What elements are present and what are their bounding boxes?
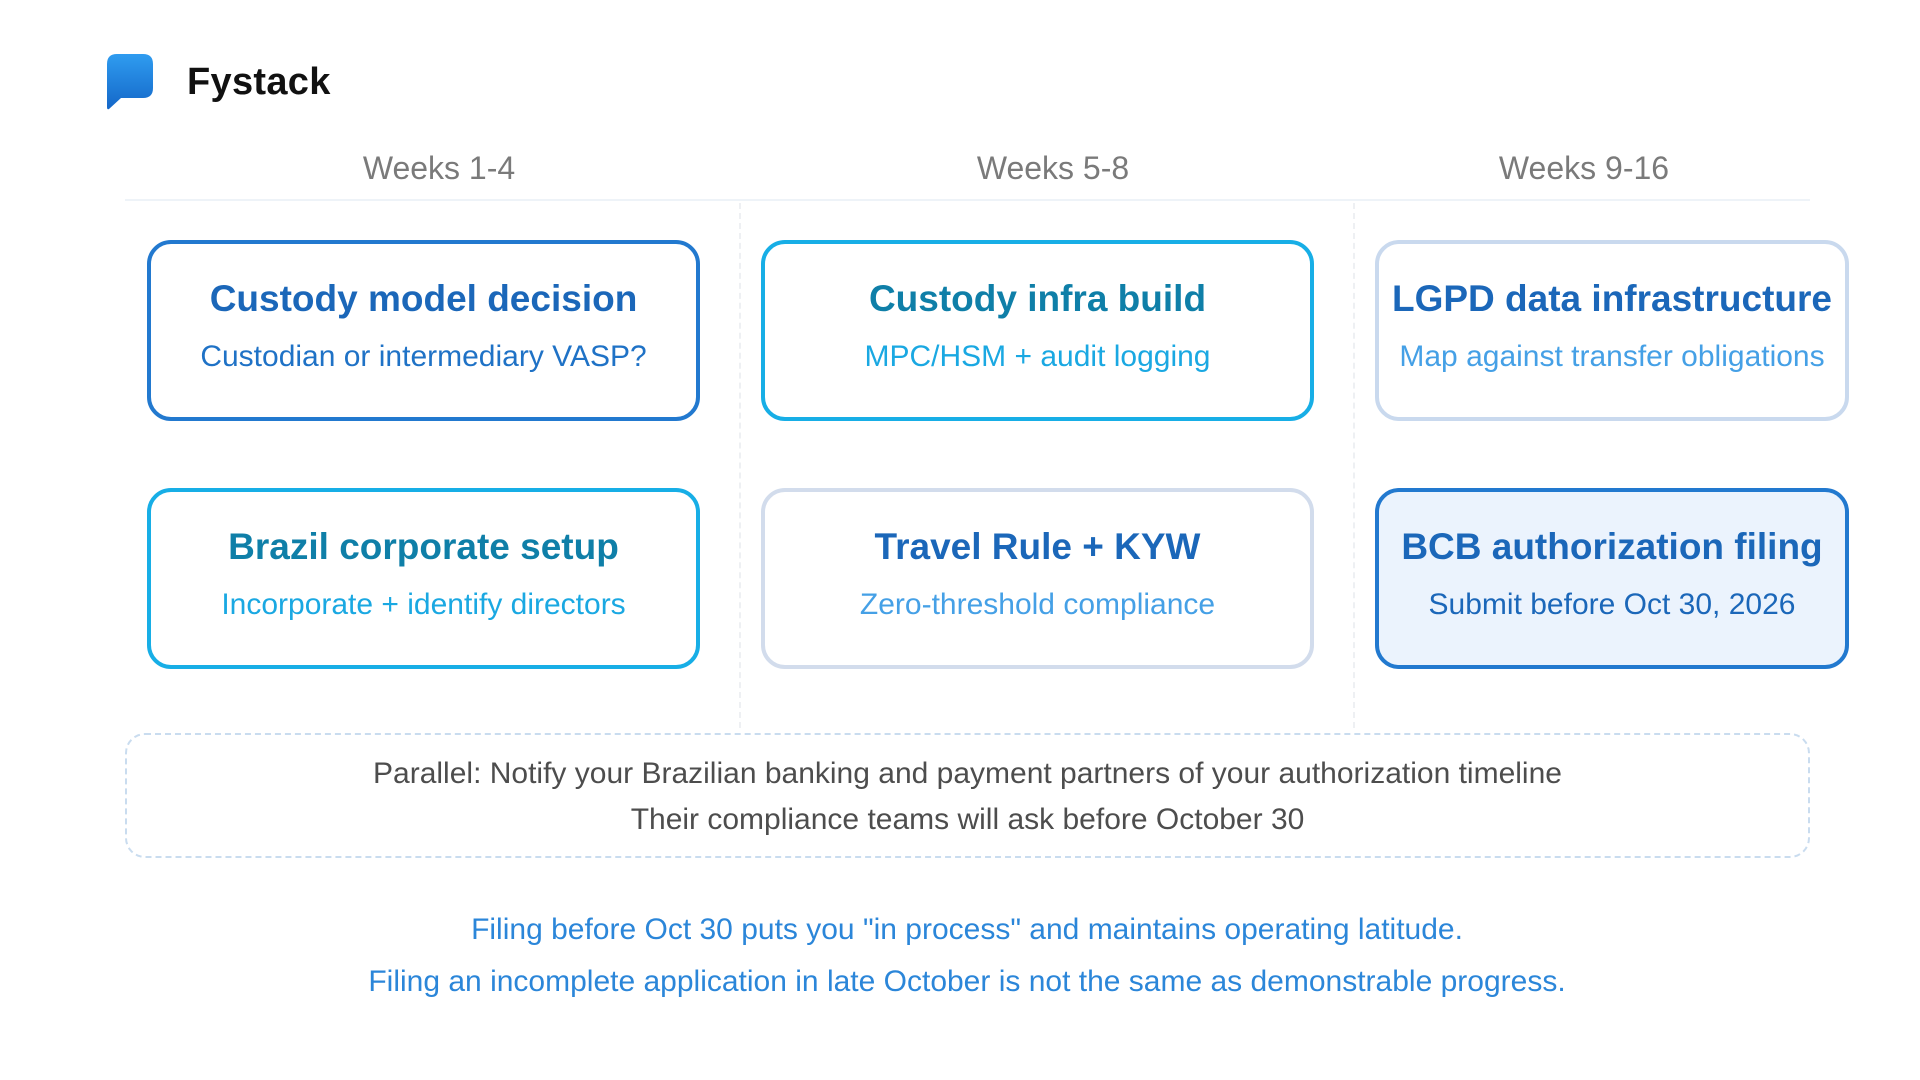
column-header-weeks-9-16: Weeks 9-16 <box>1498 150 1670 186</box>
brand-name: Fystack <box>187 60 331 103</box>
column-divider <box>739 203 741 728</box>
card-custody-infra-build: Custody infra build MPC/HSM + audit logg… <box>761 240 1314 421</box>
card-subtitle: Incorporate + identify directors <box>221 588 626 621</box>
parallel-note-line: Parallel: Notify your Brazilian banking … <box>373 757 1562 790</box>
card-custody-model-decision: Custody model decision Custodian or inte… <box>147 240 700 421</box>
parallel-note-box: Parallel: Notify your Brazilian banking … <box>125 733 1810 858</box>
card-title: BCB authorization filing <box>1401 526 1823 567</box>
card-title: LGPD data infrastructure <box>1392 278 1832 319</box>
parallel-note-line: Their compliance teams will ask before O… <box>630 803 1305 836</box>
card-travel-rule-kyw: Travel Rule + KYW Zero-threshold complia… <box>761 488 1314 669</box>
card-subtitle: Map against transfer obligations <box>1399 340 1825 373</box>
header-divider <box>125 199 1810 201</box>
card-title: Travel Rule + KYW <box>874 526 1201 567</box>
card-title: Brazil corporate setup <box>228 526 619 567</box>
footnote-line: Filing before Oct 30 puts you "in proces… <box>471 913 1463 946</box>
column-divider <box>1353 203 1355 728</box>
card-lgpd-data-infrastructure: LGPD data infrastructure Map against tra… <box>1375 240 1849 421</box>
card-subtitle: MPC/HSM + audit logging <box>864 340 1211 373</box>
brand-logo: Fystack <box>107 54 331 110</box>
card-title: Custody infra build <box>868 278 1207 319</box>
card-bcb-authorization-filing: BCB authorization filing Submit before O… <box>1375 488 1849 669</box>
card-brazil-corporate-setup: Brazil corporate setup Incorporate + ide… <box>147 488 700 669</box>
footnote-line: Filing an incomplete application in late… <box>368 965 1566 998</box>
card-subtitle: Submit before Oct 30, 2026 <box>1428 588 1796 621</box>
card-title: Custody model decision <box>209 278 638 319</box>
column-header-weeks-5-8: Weeks 5-8 <box>976 150 1130 186</box>
chat-bubble-logo-icon <box>107 54 153 110</box>
card-subtitle: Zero-threshold compliance <box>859 588 1216 621</box>
card-subtitle: Custodian or intermediary VASP? <box>200 340 647 373</box>
column-header-weeks-1-4: Weeks 1-4 <box>362 150 516 186</box>
